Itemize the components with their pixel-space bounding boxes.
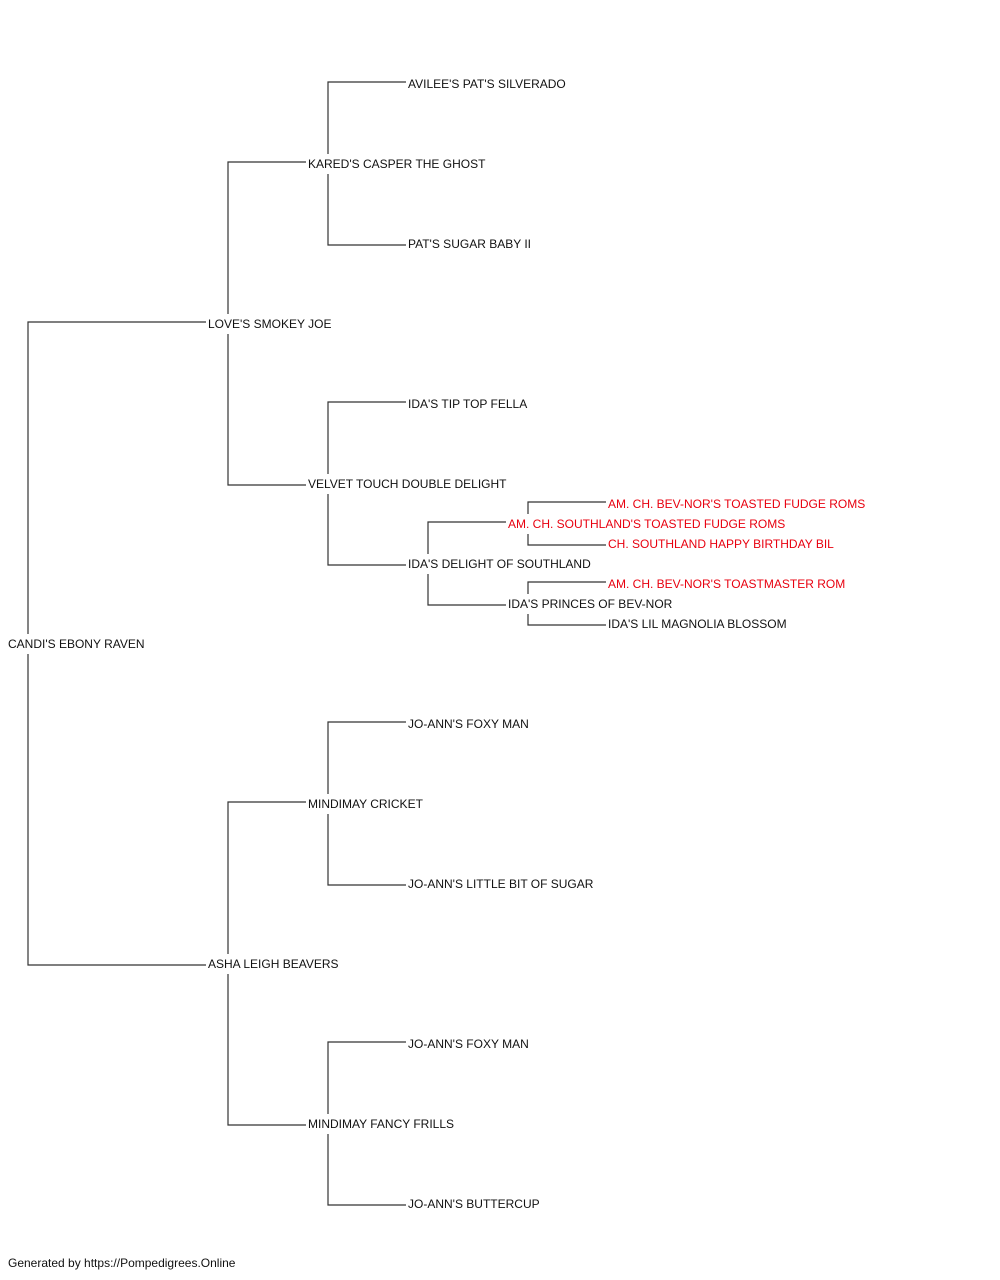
connector-sddd [527,581,606,626]
dsd-name: JO-ANN'S LITTLE BIT OF SUGAR [408,877,594,891]
dam-dam-name: MINDIMAY FANCY FRILLS [308,1117,454,1131]
dss-name: JO-ANN'S FOXY MAN [408,717,529,731]
connector-dam-sire [327,721,406,886]
sire-dam-name: VELVET TOUCH DOUBLE DELIGHT [308,477,507,491]
connector-sdd [427,521,506,606]
connector-root [27,321,206,966]
connector-lines [27,81,606,1206]
sdddd-name: IDA'S LIL MAGNOLIA BLOSSOM [608,617,787,631]
sddd-name: IDA'S PRINCES OF BEV-NOR [508,597,673,611]
sire-name: LOVE'S SMOKEY JOE [208,317,331,331]
sss-name: AVILEE'S PAT'S SILVERADO [408,77,566,91]
connector-sdds [527,501,606,546]
sddsd-name: CH. SOUTHLAND HAPPY BIRTHDAY BIL [608,537,834,551]
ssd-name: PAT'S SUGAR BABY II [408,237,531,251]
sdd-name: IDA'S DELIGHT OF SOUTHLAND [408,557,591,571]
dds-name: JO-ANN'S FOXY MAN [408,1037,529,1051]
connector-sire [227,161,306,486]
sds-name: IDA'S TIP TOP FELLA [408,397,527,411]
connector-sire-dam [327,401,406,566]
dam-sire-name: MINDIMAY CRICKET [308,797,424,811]
root-name: CANDI'S EBONY RAVEN [8,637,145,651]
ddd-name: JO-ANN'S BUTTERCUP [408,1197,540,1211]
sire-sire-name: KARED'S CASPER THE GHOST [308,157,486,171]
sdds-name: AM. CH. SOUTHLAND'S TOASTED FUDGE ROMS [508,517,785,531]
connector-sire-sire [327,81,406,246]
dam-name: ASHA LEIGH BEAVERS [208,957,339,971]
connector-dam [227,801,306,1126]
sddss-name: AM. CH. BEV-NOR'S TOASTED FUDGE ROMS [608,497,865,511]
sddds-name: AM. CH. BEV-NOR'S TOASTMASTER ROM [608,577,845,591]
pedigree-labels: CANDI'S EBONY RAVEN LOVE'S SMOKEY JOE AS… [8,77,865,1211]
footer-credit: Generated by https://Pompedigrees.Online [8,1256,236,1270]
connector-dam-dam [327,1041,406,1206]
